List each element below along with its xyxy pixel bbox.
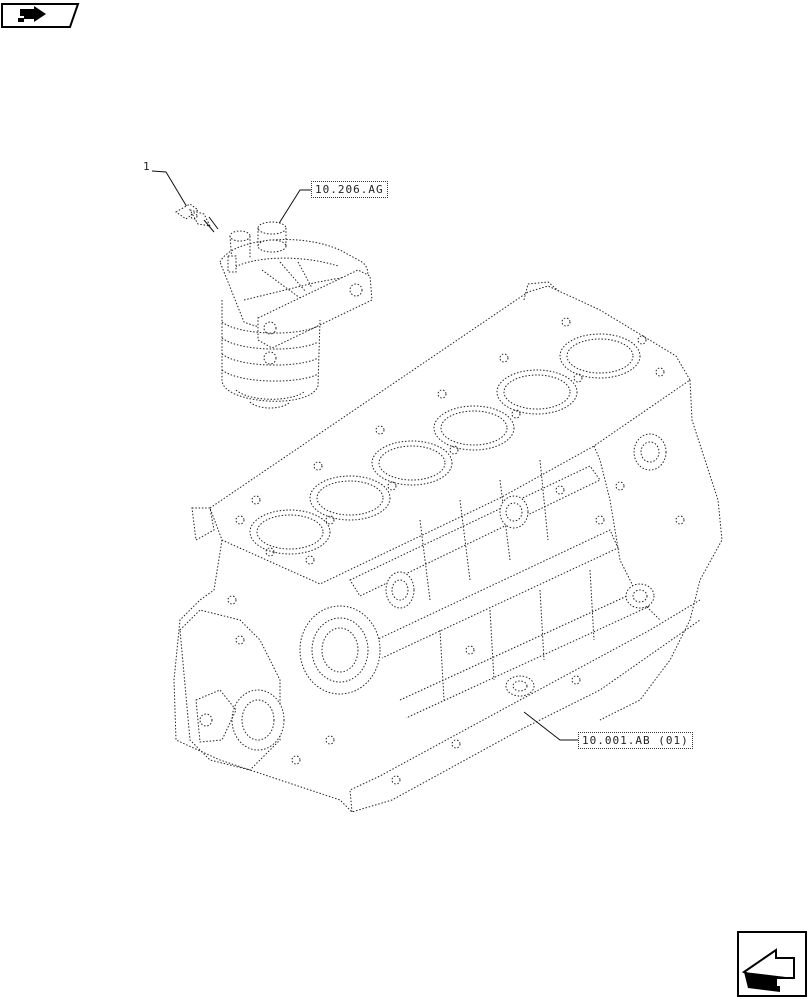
engine-block xyxy=(173,281,723,813)
item-1-leader xyxy=(151,170,191,213)
block-reference-link[interactable]: 10.001.AB (01) xyxy=(578,732,693,749)
cylinder-bores xyxy=(249,333,641,555)
prev-page-button[interactable] xyxy=(0,0,80,30)
prev-page-arrow-icon xyxy=(1,3,80,28)
filter-reference-link[interactable]: 10.206.AG xyxy=(311,181,388,198)
item-number-1: 1 xyxy=(143,160,150,173)
fuel-filter-assembly xyxy=(219,221,373,409)
next-page-button[interactable] xyxy=(736,930,808,998)
temperature-sensor-part xyxy=(175,203,219,233)
next-page-arrow-icon xyxy=(737,931,807,997)
head-bolt-holes xyxy=(235,317,665,565)
block-ref-leader xyxy=(523,711,580,741)
filter-ref-leader xyxy=(277,189,312,226)
